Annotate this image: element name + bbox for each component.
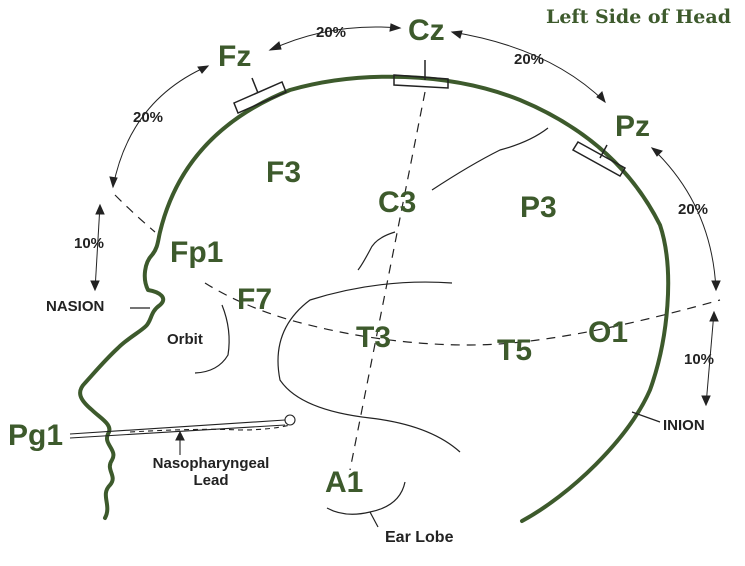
- pct-cz-pz: 20%: [514, 51, 545, 68]
- electrode-fp1: Fp1: [170, 236, 224, 269]
- electrode-f7: F7: [237, 283, 273, 316]
- measurement-arcs: [90, 23, 721, 407]
- inion-label: INION: [663, 417, 705, 434]
- nasopharyngeal-label-line2: Lead: [193, 471, 229, 489]
- electrode-c3: C3: [378, 186, 417, 219]
- dashed-lines: [114, 91, 721, 471]
- electrode-a1: A1: [325, 466, 364, 499]
- orbit-label: Orbit: [167, 331, 203, 348]
- electrode-p3: P3: [520, 191, 557, 224]
- electrode-t5: T5: [497, 334, 533, 367]
- electrode-cz: Cz: [408, 14, 445, 47]
- pct-pz-o1: 20%: [678, 201, 709, 218]
- pz-bracket: [571, 140, 627, 178]
- diagram-title: Left Side of Head: [545, 6, 731, 28]
- pct-o1-inion: 10%: [684, 351, 715, 368]
- electrode-o1: O1: [588, 316, 629, 349]
- nasopharyngeal-label-line1: Nasopharyngeal: [152, 455, 270, 472]
- head-outline: [78, 74, 671, 523]
- pct-fp1-fz: 20%: [133, 109, 164, 126]
- nasopharyngeal-lead-label: Nasopharyngeal Lead: [146, 455, 276, 489]
- nasopharyngeal-lead: [69, 414, 296, 455]
- electrode-t3: T3: [356, 321, 392, 354]
- anatomy-lines: [130, 127, 661, 528]
- electrode-pg1: Pg1: [8, 419, 64, 452]
- electrode-pz: Pz: [615, 110, 651, 143]
- electrode-f3: F3: [266, 156, 302, 189]
- pct-fz-cz: 20%: [316, 24, 347, 41]
- electrode-fz: Fz: [218, 40, 252, 73]
- cz-bracket: [393, 60, 449, 89]
- ear-lobe-label: Ear Lobe: [385, 529, 454, 546]
- nasion-label: NASION: [46, 298, 105, 315]
- fz-bracket: [233, 77, 287, 114]
- pct-nasion-fp1: 10%: [74, 235, 105, 252]
